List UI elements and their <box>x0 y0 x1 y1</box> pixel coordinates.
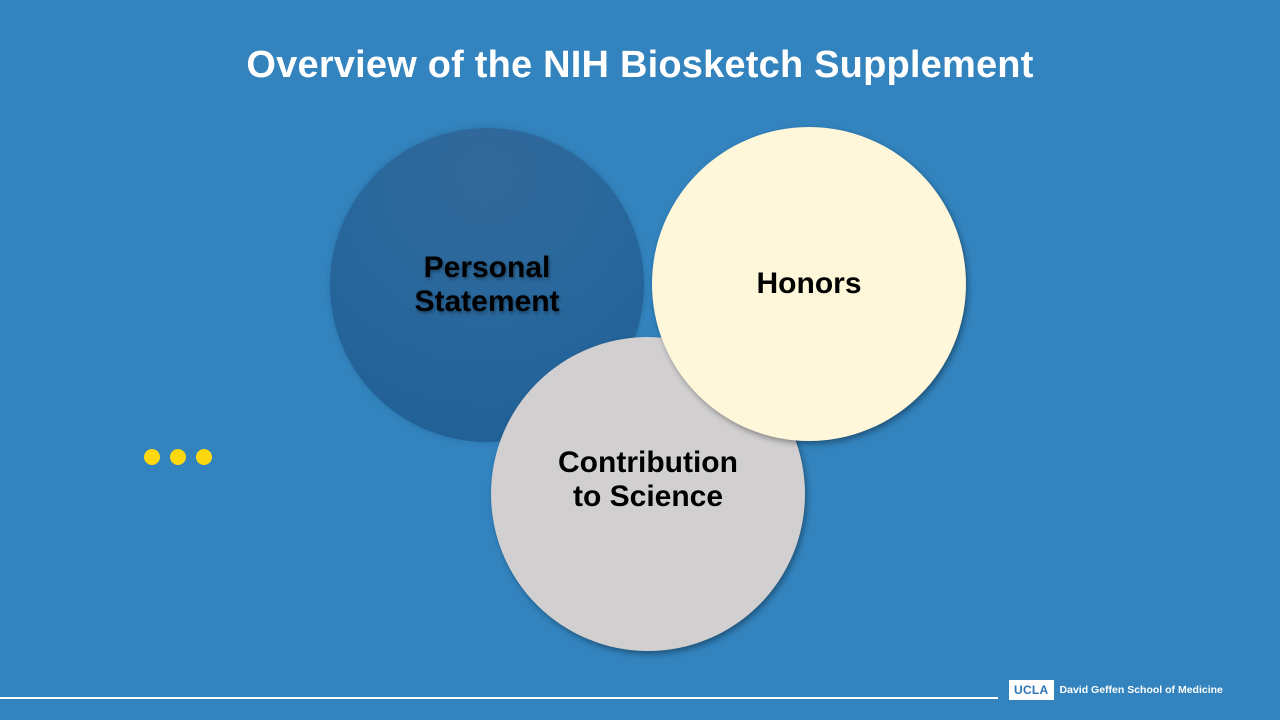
footer-divider <box>0 697 998 699</box>
circle-label: Contribution to Science <box>558 446 738 513</box>
circle-honors: Honors <box>652 127 966 441</box>
slide-title: Overview of the NIH Biosketch Supplement <box>246 44 1034 86</box>
ucla-logo: UCLA David Geffen School of Medicine <box>1009 680 1223 700</box>
circle-personal-statement: Personal Statement <box>330 128 644 442</box>
dot <box>170 449 186 465</box>
logo-text: David Geffen School of Medicine <box>1059 684 1223 696</box>
dot <box>196 449 212 465</box>
logo-mark: UCLA <box>1009 680 1054 700</box>
circle-label: Honors <box>756 267 862 300</box>
dot <box>144 449 160 465</box>
circle-label: Personal Statement <box>414 251 560 318</box>
ellipsis-dots-icon <box>144 449 212 465</box>
